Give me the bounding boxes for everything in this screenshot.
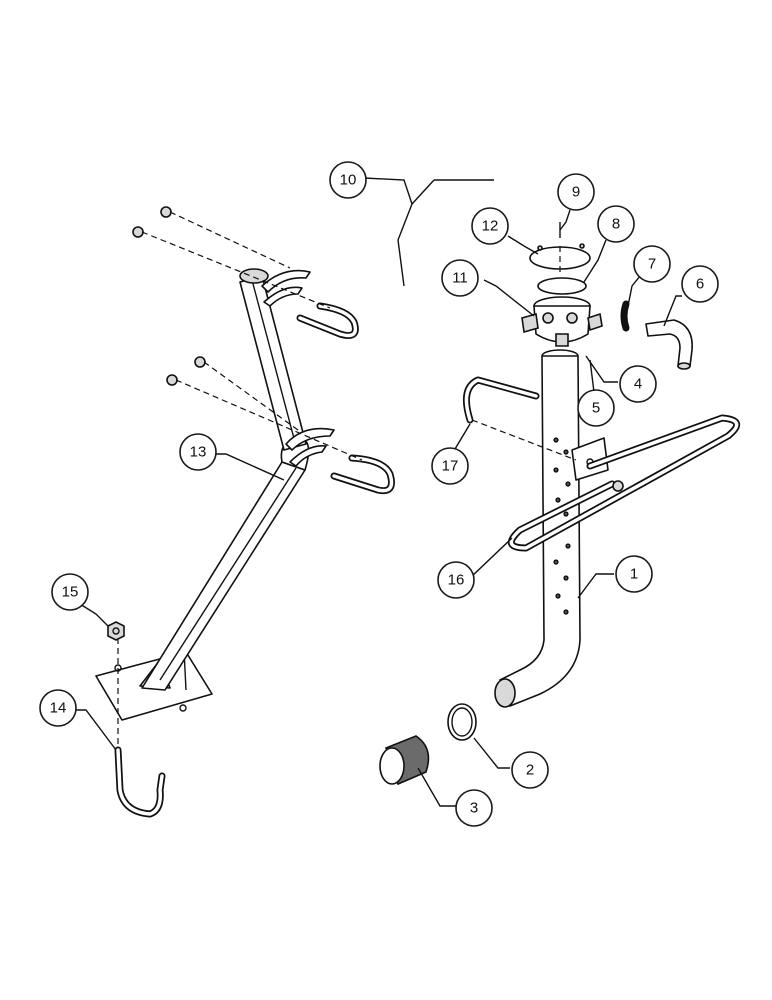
- main-pipe-part: [494, 349, 609, 708]
- nut-upper-2: [132, 226, 144, 238]
- pipe-perforations: [553, 437, 571, 615]
- callout-4: 4: [619, 365, 657, 403]
- callout-16-label: 16: [448, 572, 465, 589]
- filter-sleeve-part: [379, 735, 430, 786]
- callout-12: 12: [471, 207, 509, 245]
- callout-4-label: 4: [634, 376, 642, 393]
- callout-13: 13: [179, 433, 217, 471]
- callout-16: 16: [437, 561, 475, 599]
- callout-1: 1: [615, 555, 653, 593]
- callout-3: 3: [455, 789, 493, 827]
- callout-5-label: 5: [592, 400, 600, 417]
- callout-6: 6: [681, 265, 719, 303]
- callout-3-label: 3: [470, 800, 478, 817]
- callout-7-label: 7: [648, 256, 656, 273]
- u-bolt-upper-part: [296, 302, 359, 339]
- nut-lower-2: [166, 374, 178, 386]
- cap-disc-part: [529, 243, 591, 272]
- callout-11: 11: [441, 259, 479, 297]
- callout-9: 9: [557, 173, 595, 211]
- callout-14: 14: [39, 689, 77, 727]
- callout-2: 2: [511, 751, 549, 789]
- support-bracket-part: [95, 268, 335, 721]
- u-bolt-lower-part: [330, 454, 395, 495]
- callout-15: 15: [51, 573, 89, 611]
- assembly-dashed-lines-left: [117, 211, 363, 748]
- callout-1-label: 1: [630, 566, 638, 583]
- callout-9-label: 9: [572, 184, 580, 201]
- loop-handle-part: [507, 414, 741, 552]
- j-bolt-part: [114, 746, 166, 818]
- nut-lower-1: [194, 356, 206, 368]
- callout-2-label: 2: [526, 762, 534, 779]
- callout-10: 10: [329, 161, 367, 199]
- callout-14-label: 14: [50, 700, 67, 717]
- callout-17: 17: [431, 447, 469, 485]
- callout-10-label: 10: [340, 172, 357, 189]
- hex-nut-part: [107, 621, 125, 641]
- callout-8: 8: [597, 205, 635, 243]
- callout-8-label: 8: [612, 216, 620, 233]
- callout-13-label: 13: [190, 444, 207, 461]
- callout-15-label: 15: [62, 584, 79, 601]
- valve-body-part: [521, 296, 603, 347]
- pin-part: [620, 300, 630, 332]
- assembly-pointer-lines: [363, 177, 494, 287]
- callout-17-label: 17: [442, 458, 459, 475]
- elbow-fitting-part: [645, 319, 693, 370]
- callout-7: 7: [633, 245, 671, 283]
- gasket-part: [537, 277, 587, 295]
- hose-clamp-part: [447, 703, 477, 741]
- nut-upper-1: [160, 206, 172, 218]
- callout-6-label: 6: [696, 276, 704, 293]
- u-bolt-right-part: [462, 376, 577, 461]
- callout-5: 5: [577, 389, 615, 427]
- callout-11-label: 11: [452, 270, 468, 287]
- callout-12-label: 12: [482, 218, 499, 235]
